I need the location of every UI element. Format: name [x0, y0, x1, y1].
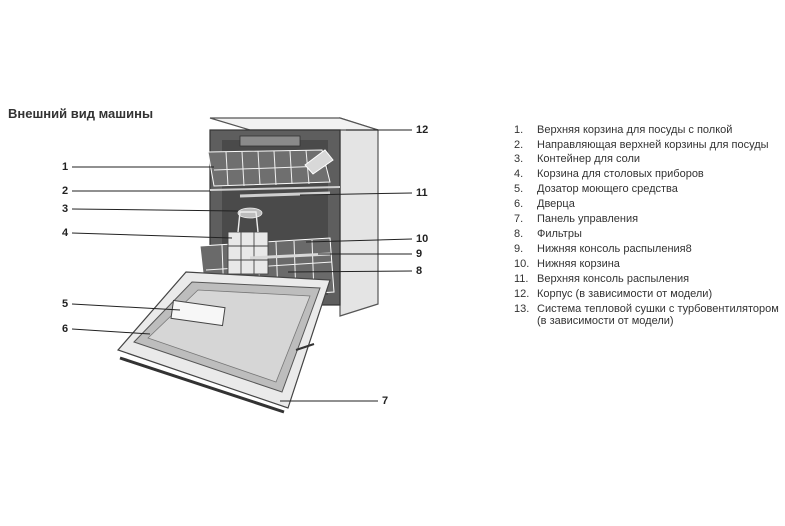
legend-item-9: 9.Нижняя консоль распыления8	[514, 243, 692, 255]
legend-item-7: 7.Панель управления	[514, 213, 639, 225]
control-panel-edge	[119, 356, 285, 414]
diagram-title: Внешний вид машины	[8, 106, 154, 121]
callout-12: 12	[416, 124, 429, 136]
callout-1: 1	[62, 161, 69, 173]
legend-item-1: 1.Верхняя корзина для посуды с полкой	[514, 124, 733, 136]
upper-basket-rail	[209, 186, 341, 191]
callout-9: 9	[416, 248, 423, 260]
legend-item-10: 10.Нижняя корзина	[514, 258, 620, 270]
legend-item-6: 6.Дверца	[514, 198, 575, 210]
legend-item-11: 11.Верхняя консоль распыления	[514, 273, 690, 285]
cutlery-basket	[227, 211, 269, 275]
legend-item-4: 4.Корзина для столовых приборов	[514, 168, 704, 180]
legend-item-5: 5.Дозатор моющего средства	[514, 183, 678, 195]
salt-container	[237, 207, 263, 219]
upper-basket	[207, 149, 334, 187]
callout-8: 8	[416, 265, 423, 277]
upper-spray-arm	[239, 191, 331, 198]
callout-6: 6	[62, 323, 69, 335]
callout-4: 4	[62, 227, 69, 239]
legend-item-2: 2.Направляющая верхней корзины для посуд…	[514, 139, 769, 151]
lower-spray-arm	[249, 252, 331, 260]
legend-item-12: 12.Корпус (в зависимости от модели)	[514, 288, 713, 300]
callout-2: 2	[62, 185, 69, 197]
drying-system-housing	[239, 135, 301, 147]
legend-item-8: 8.Фильтры	[514, 228, 582, 240]
callout-7: 7	[382, 395, 389, 407]
callout-3: 3	[62, 203, 69, 215]
callout-5: 5	[62, 298, 69, 310]
callout-11: 11	[416, 187, 428, 199]
cabinet-top-panel	[209, 117, 379, 131]
leader-lines	[71, 129, 413, 402]
cabinet-side-panel	[339, 117, 379, 317]
legend-item-3: 3.Контейнер для соли	[514, 153, 641, 165]
legend-item-13: 13.Система тепловой сушки с турбовентиля…	[514, 303, 779, 327]
callout-10: 10	[416, 233, 429, 245]
parts-legend: 1.Верхняя корзина для посуды с полкой 2.…	[514, 124, 782, 329]
